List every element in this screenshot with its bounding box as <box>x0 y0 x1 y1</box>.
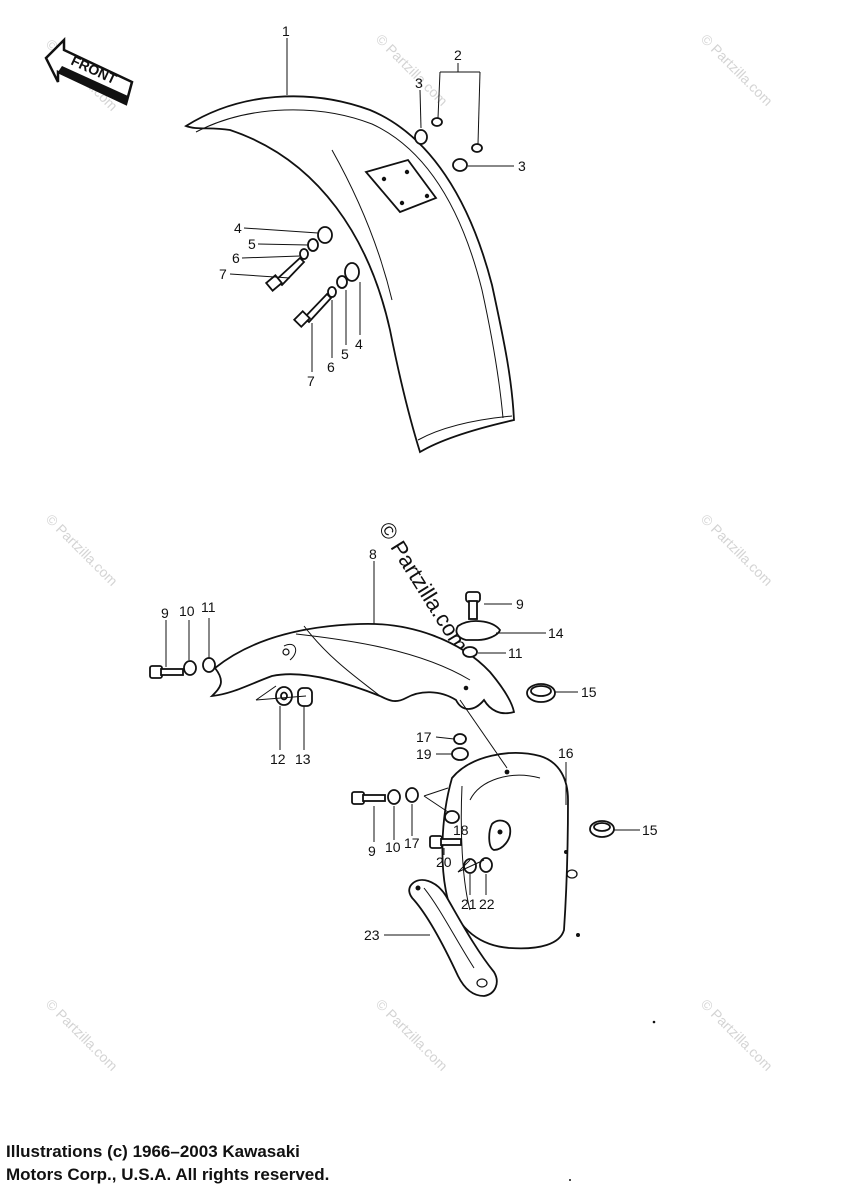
callout-14: 14 <box>548 625 564 641</box>
watermark: © Partzilla.com <box>698 511 776 589</box>
callout-3: 3 <box>518 158 526 174</box>
callout-9: 9 <box>368 843 376 859</box>
callout-20: 20 <box>436 854 452 870</box>
stray-mark <box>652 1020 656 1024</box>
callout-1: 1 <box>282 23 290 39</box>
callout-10: 10 <box>179 603 195 619</box>
callout-5: 5 <box>341 346 349 362</box>
callout-16: 16 <box>558 745 574 761</box>
rear-fender-rear <box>441 752 580 950</box>
callout-19: 19 <box>416 746 432 762</box>
front-fender <box>184 95 515 454</box>
callout-11: 11 <box>508 645 523 661</box>
top-leaders <box>229 38 514 372</box>
nuts-17-19 <box>451 733 469 761</box>
callout-4: 4 <box>234 220 242 236</box>
callout-7: 7 <box>307 373 315 389</box>
watermark: © Partzilla.com <box>698 31 776 109</box>
watermark: © Partzilla.com <box>698 996 776 1074</box>
upper-right-fasteners <box>455 591 502 658</box>
callout-6: 6 <box>327 359 335 375</box>
callout-9: 9 <box>161 605 169 621</box>
copyright-notice: Illustrations (c) 1966–2003 Kawasaki Mot… <box>6 1140 606 1186</box>
top-fasteners <box>264 117 483 329</box>
callout-18: 18 <box>453 822 469 838</box>
callout-15: 15 <box>642 822 658 838</box>
stray-mark <box>569 1179 571 1181</box>
callout-8: 8 <box>369 546 377 562</box>
callout-23: 23 <box>364 927 380 943</box>
fender-bracket <box>408 879 498 997</box>
callout-22: 22 <box>479 896 495 912</box>
callout-2: 2 <box>454 47 462 63</box>
front-arrow: FRONT <box>44 36 134 106</box>
callout-11: 11 <box>201 599 216 615</box>
callout-12: 12 <box>270 751 286 767</box>
callout-3: 3 <box>415 75 423 91</box>
rubber-grommets <box>275 686 313 707</box>
left-bolt-stack <box>149 657 216 679</box>
callout-9: 9 <box>516 596 524 612</box>
grommet-15 <box>526 683 615 838</box>
top-callouts: 1 2 3 3 4 5 6 7 4 5 6 7 <box>219 23 526 389</box>
copyright-line-2: Motors Corp., U.S.A. All rights reserved… <box>6 1165 330 1184</box>
callout-5: 5 <box>248 236 256 252</box>
bottom-leaders <box>165 561 640 936</box>
watermark: © Partzilla.com <box>43 511 121 589</box>
bottom-callouts: 8 9 10 11 9 14 11 15 12 13 17 19 16 9 10… <box>161 546 658 943</box>
callout-15: 15 <box>581 684 597 700</box>
callout-13: 13 <box>295 751 311 767</box>
mid-bolt-stack <box>351 787 493 874</box>
callout-7: 7 <box>219 266 227 282</box>
callout-17: 17 <box>404 835 420 851</box>
callout-4: 4 <box>355 336 363 352</box>
watermark: © Partzilla.com <box>373 996 451 1074</box>
watermark: © Partzilla.com <box>43 996 121 1074</box>
callout-17: 17 <box>416 729 432 745</box>
callout-10: 10 <box>385 839 401 855</box>
callout-21: 21 <box>461 896 477 912</box>
callout-6: 6 <box>232 250 240 266</box>
copyright-line-1: Illustrations (c) 1966–2003 Kawasaki <box>6 1142 300 1161</box>
rear-fender-front <box>209 622 516 715</box>
